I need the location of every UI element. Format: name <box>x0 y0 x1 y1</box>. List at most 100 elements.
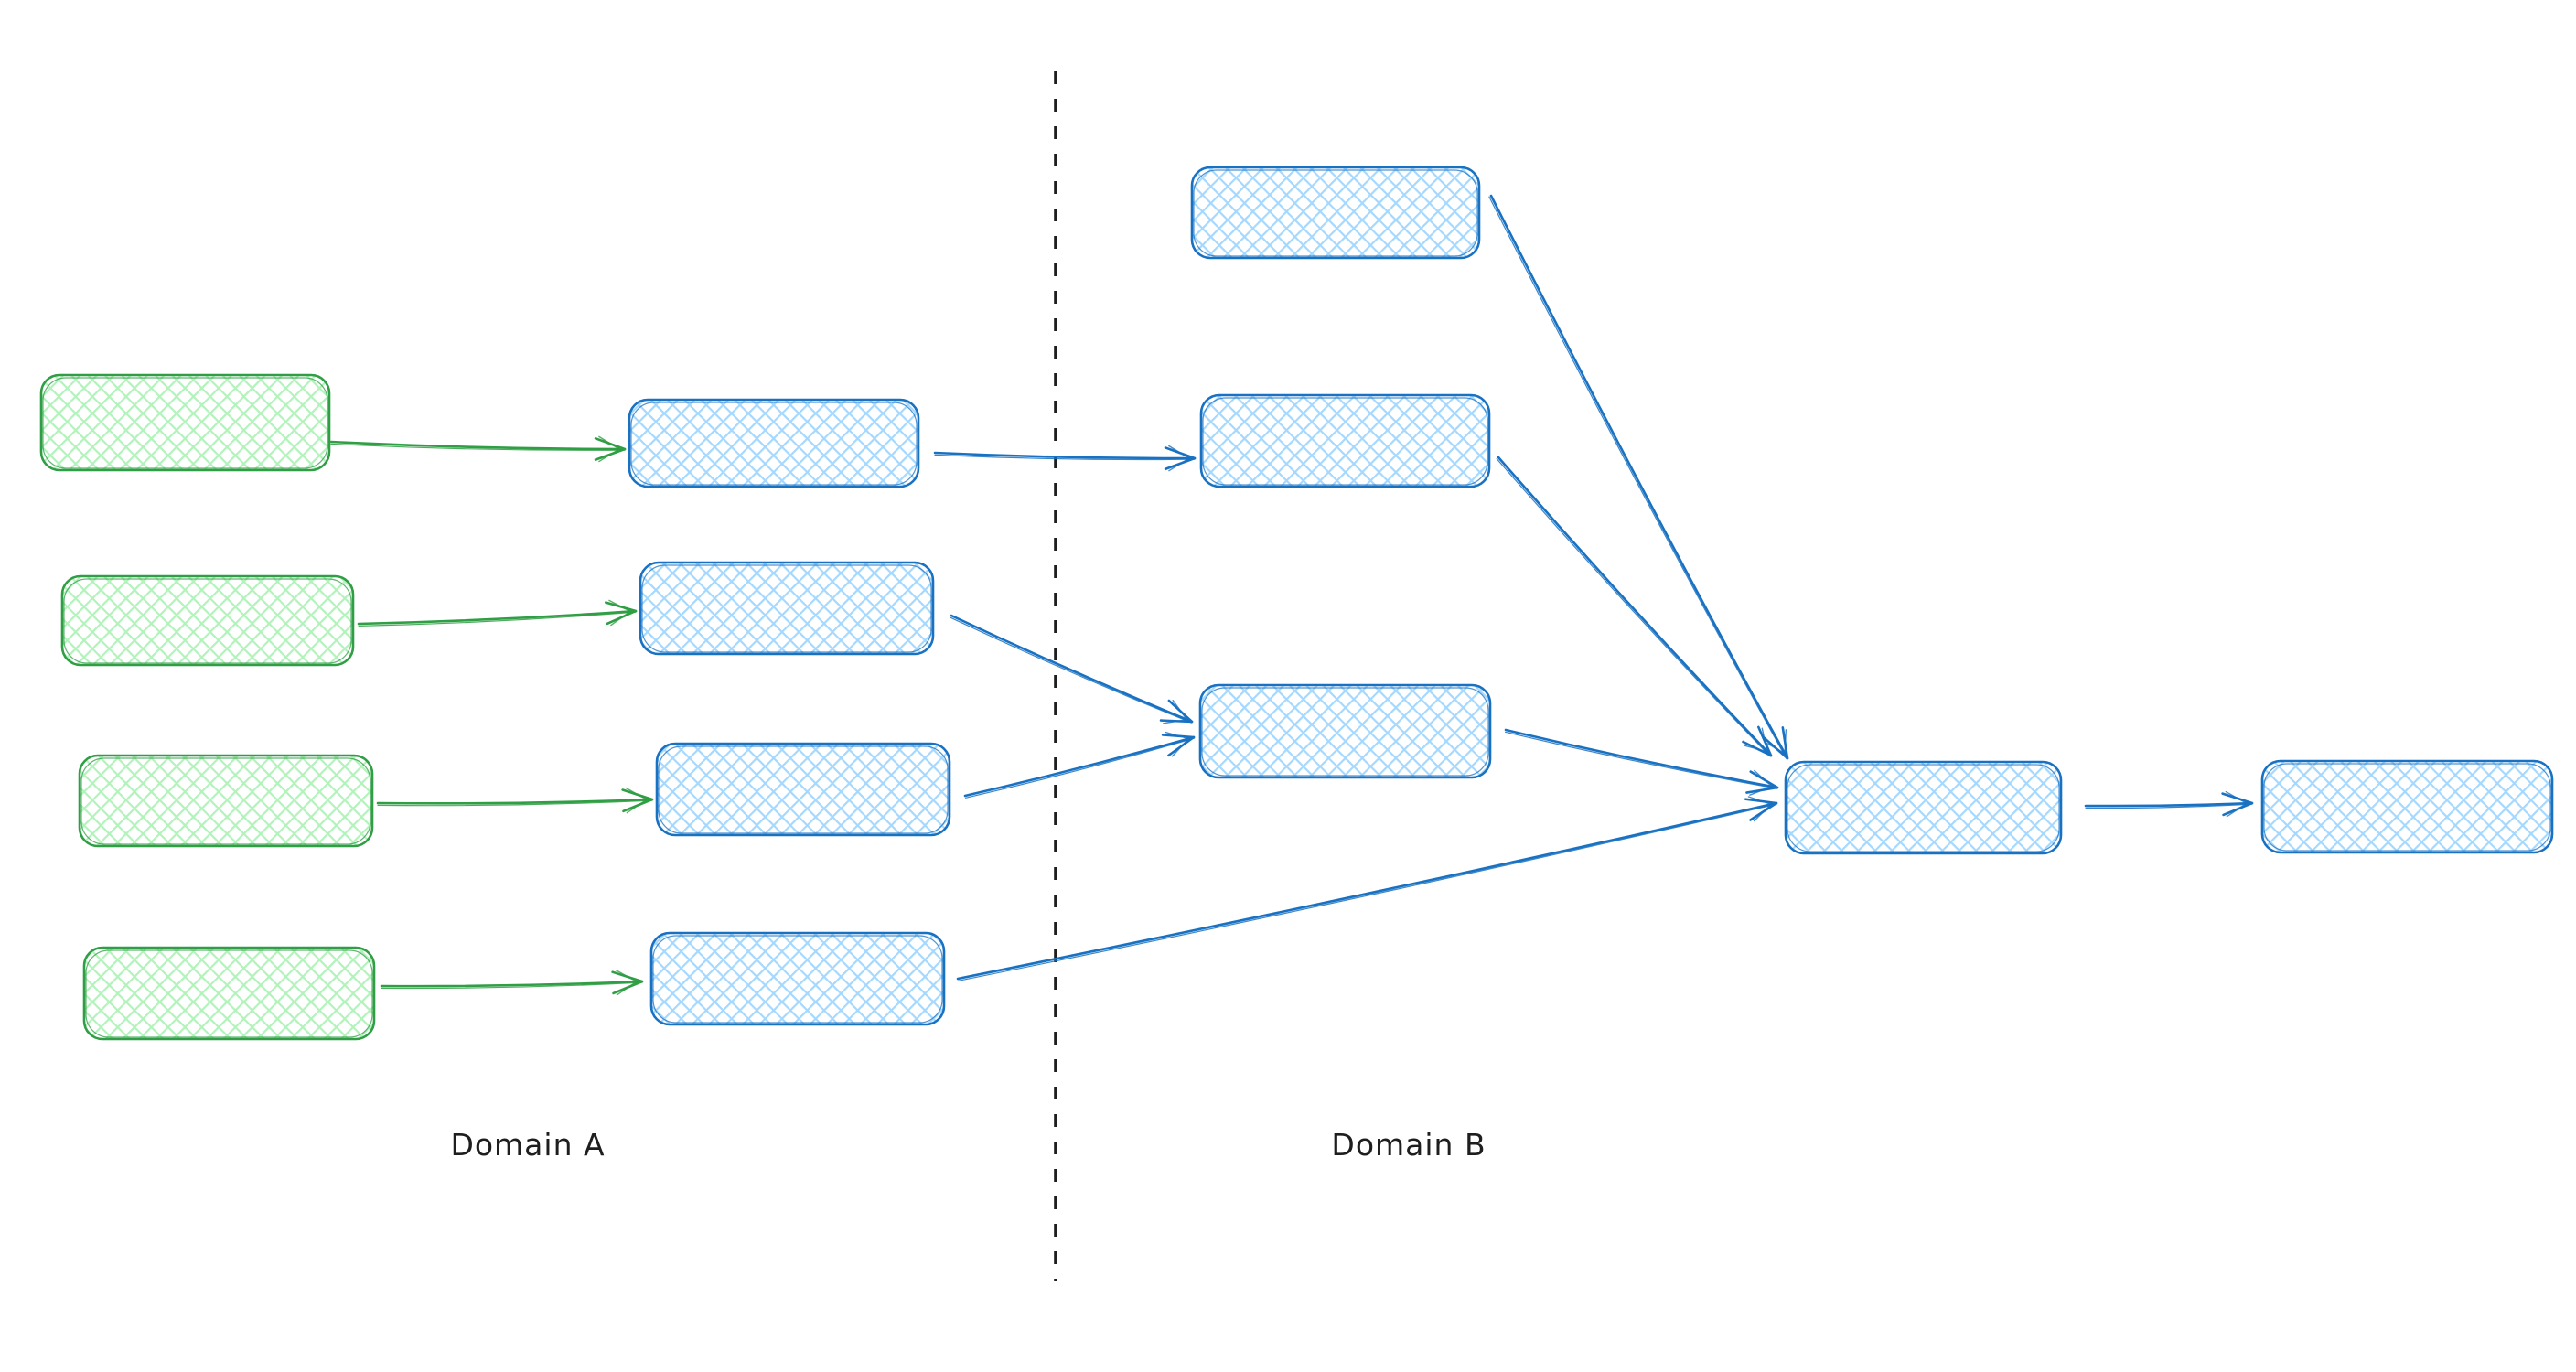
green-source-box-4-sketch-echo <box>85 949 373 1038</box>
green-source-box-2-sketch-echo <box>63 578 352 664</box>
arrow-green-1-arrowhead-echo <box>598 435 620 463</box>
arrow-green-4-line <box>380 980 644 988</box>
domain-a-box-1[interactable] <box>628 398 920 488</box>
arrow-merge-output[interactable] <box>2084 790 2254 818</box>
arrow-green-2[interactable] <box>357 599 638 627</box>
domain-a-box-1-sketch-echo <box>630 402 918 486</box>
arrow-b1-merge-sketch-echo <box>1488 196 1787 760</box>
arrow-green-3-line <box>376 798 654 805</box>
green-source-box-3[interactable] <box>78 754 374 848</box>
domain-a-box-3-sketch-echo <box>658 745 949 834</box>
arrow-a4-merge-line <box>956 801 1778 981</box>
arrow-green-3-arrowhead <box>621 788 654 813</box>
arrow-b2-merge-sketch-echo <box>1496 458 1771 757</box>
domain-a-box-2-sketch-echo <box>641 564 932 653</box>
domain-b-box-3-sketch-echo <box>1201 687 1489 777</box>
nodes-layer <box>39 166 2554 1041</box>
arrow-a4-merge[interactable] <box>956 796 1778 981</box>
arrow-green-1-line <box>329 440 627 451</box>
arrow-b3-merge[interactable] <box>1504 728 1779 796</box>
domain-a-box-3[interactable] <box>655 742 951 837</box>
arrow-green-4-sketch-echo <box>381 981 643 990</box>
edges-layer <box>329 194 2254 996</box>
green-source-box-2-shape[interactable] <box>60 574 355 667</box>
domain-b-merge-box-shape[interactable] <box>1784 760 2063 855</box>
arrow-green-1-arrowhead <box>594 437 627 461</box>
green-source-box-1[interactable] <box>39 373 331 472</box>
arrow-green-4-arrowhead-echo <box>615 969 638 996</box>
arrow-a4-merge-arrowhead <box>1744 798 1778 821</box>
arrow-merge-output-sketch-echo <box>2085 803 2253 809</box>
arrow-a3-b3-arrowhead <box>1161 734 1196 757</box>
domain-b-box-1-sketch-echo <box>1193 169 1478 257</box>
arrow-a4-merge-sketch-echo <box>957 803 1777 981</box>
green-source-box-2[interactable] <box>60 574 355 667</box>
arrow-b2-merge-arrowhead-echo <box>1744 727 1768 753</box>
arrow-b1-merge[interactable] <box>1488 194 1789 760</box>
arrow-a1-b2-arrowhead <box>1164 446 1197 471</box>
arrow-a4-merge-arrowhead-echo <box>1747 796 1772 822</box>
domain-a-box-1-shape[interactable] <box>628 398 920 488</box>
arrow-a2-b3-arrowhead <box>1159 699 1194 724</box>
green-source-box-4-shape[interactable] <box>82 946 376 1041</box>
arrow-green-2-arrowhead-echo <box>608 599 631 627</box>
arrow-a2-b3-arrowhead-echo <box>1163 699 1188 724</box>
arrow-green-3-sketch-echo <box>377 799 653 807</box>
domain-b-output-box-sketch-echo <box>2263 763 2551 852</box>
domain-b-box-2-shape[interactable] <box>1199 393 1491 488</box>
domain-a-box-4[interactable] <box>649 931 946 1026</box>
arrow-a1-b2-sketch-echo <box>934 454 1196 461</box>
domain-b-box-2[interactable] <box>1199 393 1491 488</box>
arrow-green-1[interactable] <box>329 435 627 463</box>
domain-b-box-3-shape[interactable] <box>1198 683 1492 779</box>
arrow-green-4-arrowhead <box>611 970 644 995</box>
domain-a-box-2-shape[interactable] <box>639 561 935 656</box>
arrow-b2-merge-line <box>1497 456 1773 757</box>
arrow-merge-output-line <box>2084 801 2254 808</box>
domain-b-output-box[interactable] <box>2260 759 2554 854</box>
arrow-a3-b3-line <box>963 735 1196 798</box>
domain-a-box-3-shape[interactable] <box>655 742 951 837</box>
arrow-a3-b3-arrowhead-echo <box>1165 731 1189 757</box>
arrow-b1-merge-line <box>1489 194 1789 760</box>
arrow-b1-merge-arrowhead-echo <box>1763 729 1787 755</box>
arrow-green-3-arrowhead-echo <box>625 787 648 814</box>
domain-b-merge-box-sketch-echo <box>1787 764 2060 852</box>
green-source-box-3-shape[interactable] <box>78 754 374 848</box>
arrow-a1-b2-line <box>933 451 1197 460</box>
arrow-green-2-arrowhead <box>605 601 638 626</box>
arrow-a1-b2[interactable] <box>933 445 1197 472</box>
green-source-box-4[interactable] <box>82 946 376 1041</box>
arrow-merge-output-arrowhead <box>2221 792 2254 817</box>
arrow-green-3[interactable] <box>376 787 654 814</box>
domain-a-box-2[interactable] <box>639 561 935 656</box>
domain-b-box-1[interactable] <box>1190 166 1481 260</box>
arrow-a3-b3-sketch-echo <box>965 737 1195 799</box>
domain-a-box-4-sketch-echo <box>652 935 943 1024</box>
domain-b-box-1-shape[interactable] <box>1190 166 1481 260</box>
arrow-green-4[interactable] <box>380 969 644 996</box>
green-source-box-1-shape[interactable] <box>39 373 331 472</box>
domain-a-label: Domain A <box>450 1127 605 1163</box>
green-source-box-3-sketch-echo <box>80 757 371 845</box>
arrow-a2-b3[interactable] <box>950 614 1194 724</box>
arrow-b3-merge-line <box>1504 728 1779 789</box>
arrow-a2-b3-sketch-echo <box>950 616 1193 724</box>
domain-b-merge-box[interactable] <box>1784 760 2063 855</box>
domain-b-box-2-sketch-echo <box>1202 397 1488 486</box>
arrow-green-2-sketch-echo <box>358 611 637 627</box>
green-source-box-1-sketch-echo <box>42 377 328 469</box>
domain-b-output-box-shape[interactable] <box>2260 759 2554 854</box>
arrow-b3-merge-arrowhead-echo <box>1749 769 1773 796</box>
arrow-b1-merge-arrowhead <box>1763 726 1789 760</box>
arrow-green-2-line <box>357 609 638 626</box>
arrow-b2-merge[interactable] <box>1496 456 1773 757</box>
arrow-a3-b3[interactable] <box>963 731 1196 799</box>
arrow-a2-b3-line <box>950 614 1194 724</box>
arrow-merge-output-arrowhead-echo <box>2225 790 2248 818</box>
domain-b-box-3[interactable] <box>1198 683 1492 779</box>
domain-a-box-4-shape[interactable] <box>649 931 946 1026</box>
